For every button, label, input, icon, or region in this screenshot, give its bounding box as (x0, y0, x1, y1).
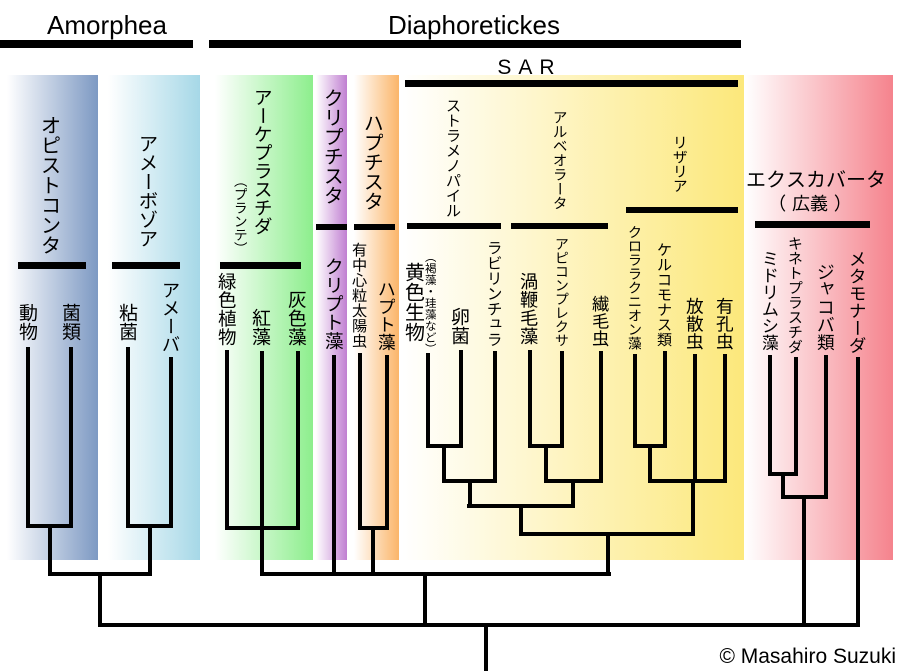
tip-label-apicomplexans (555, 237, 569, 347)
tip-label-ochrophytes (405, 262, 425, 342)
tip-label-dinoflagellates (520, 272, 539, 345)
clade-label-amoebozoa (139, 134, 158, 248)
tip-label-chlorarachniophytes (628, 225, 642, 350)
branch-v-tip-glaucophytes (295, 351, 300, 530)
branch-v-tip-cryptomonads (332, 355, 336, 576)
clade-bar-rhizaria (626, 207, 738, 213)
clade-bar-archaeplastida (220, 261, 301, 269)
clade-label-stramenopiles (446, 98, 461, 218)
clade-label-rhizaria (673, 135, 688, 193)
branch-v-stem-rhizaria (690, 479, 695, 536)
branch-v-stem-amoebozoa (147, 524, 152, 576)
tip-label-red-algae (252, 308, 271, 346)
branch-v-tip-jakobids (823, 355, 828, 499)
branch-v-tip-apicomplexans (560, 351, 564, 448)
clade-bar-alveolata (511, 222, 608, 229)
branch-v-tip-euglenophytes (768, 355, 772, 476)
clade-bar-cryptista (316, 223, 347, 230)
copyright-notice: © Masahiro Suzuki (719, 645, 896, 668)
branch-v-stem-stramenopiles (467, 479, 472, 508)
tip-label-euglenophytes (762, 250, 779, 351)
branch-v-tip-metamonads (856, 357, 860, 627)
branch-v-tip-oomycetes (458, 350, 463, 448)
branch-h-node-rhizaria (647, 479, 727, 483)
tip-label-jakobids (817, 263, 835, 351)
branch-v-tip-fungi (69, 347, 73, 528)
branch-v-tip-foraminifera (722, 354, 727, 483)
clade-label-plantae (234, 174, 248, 255)
branch-v-tip-red-algae (259, 351, 264, 576)
supergroup-title-sar: SAR (497, 56, 562, 79)
tip-label-slime-molds (119, 303, 138, 341)
supergroup-title-diaphoretickes: Diaphoretickes (388, 10, 560, 40)
tip-label-kinetoplastids (788, 236, 803, 354)
clade-label-excavata (746, 169, 886, 189)
tip-sublabel-ochrophytes (425, 251, 437, 355)
tip-label-oomycetes (451, 307, 470, 345)
branch-v-stem-diaphoretickes (422, 572, 427, 627)
branch-v-stem-sar (606, 532, 610, 576)
branch-v-root (483, 623, 488, 671)
branch-v-stem-ochro-oomycete (442, 444, 447, 483)
branch-v-tip-cercomonads (662, 351, 667, 448)
branch-h-node-eukaryota (97, 623, 860, 627)
branch-v-stem-chlora-cerco (647, 444, 652, 483)
branch-v-stem-amorphea (97, 572, 102, 627)
branch-v-stem-dino-apicomplexa (543, 444, 548, 483)
supergroup-bar-diaphoretickes (209, 40, 741, 48)
clade-bar-opisthokonta (17, 262, 86, 269)
branch-v-tip-ochrophytes (426, 353, 430, 448)
branch-v-tip-radiolarians (693, 354, 697, 483)
branch-v-tip-slime-molds (126, 347, 130, 528)
supergroup-bar-sar (405, 80, 738, 87)
tip-label-cryptomonads (325, 257, 344, 350)
supergroup-title-amorphea: Amorphea (47, 10, 167, 40)
branch-v-stem-alveolata (571, 479, 575, 508)
branch-v-stem-discoba (802, 495, 806, 627)
tip-label-centrohelids (352, 242, 367, 348)
branch-v-tip-labyrinthulids (493, 351, 497, 483)
supergroup-bar-amorphea (0, 40, 193, 48)
band-excavata (745, 75, 893, 560)
branch-v-tip-amoebae (169, 357, 173, 528)
tip-label-metamonads (849, 250, 866, 354)
clade-label-archaeplastida (254, 88, 272, 235)
band-opisthokonta (7, 75, 98, 560)
branch-v-tip-green-plants (225, 350, 229, 530)
tip-label-labyrinthulids (487, 240, 502, 347)
branch-v-tip-haptophytes (384, 355, 389, 530)
clade-bar-haptista (354, 223, 395, 230)
clade-bar-excavata (755, 221, 870, 228)
clade-bar-amoebozoa (111, 262, 180, 269)
branch-v-stem-euglenozoa (780, 472, 785, 499)
tip-label-radiolarians (686, 297, 704, 350)
tip-label-animals (19, 303, 38, 341)
branch-v-stem-stram-alveolata (519, 504, 524, 536)
tip-label-haptophytes (378, 280, 396, 351)
tip-label-ciliates (592, 295, 609, 347)
branch-v-tip-dinoflagellates (527, 350, 532, 448)
clade-bar-stramenopiles (407, 222, 501, 229)
clade-label-cryptista (324, 88, 344, 205)
clade-label-haptista (364, 113, 384, 211)
branch-h-node-diaphoretickes (259, 572, 611, 576)
tip-label-amoebae (162, 281, 180, 353)
tip-label-glaucophytes (288, 290, 307, 346)
tip-label-cercomonads (657, 242, 672, 347)
branch-v-tip-chlorarachniophytes (632, 354, 637, 448)
branch-v-tip-centrohelids (357, 353, 362, 530)
branch-v-tip-ciliates (598, 351, 603, 483)
branch-v-stem-opisthokonta (47, 524, 52, 576)
clade-label-opisthokonta (41, 115, 61, 255)
tip-label-green-plants (218, 272, 237, 346)
branch-v-tip-animals (26, 347, 30, 528)
tip-label-fungi (62, 303, 81, 341)
clade-label-excavata-sensu-lato (774, 194, 846, 212)
tip-label-foraminifera (716, 297, 734, 350)
branch-v-stem-haptista (371, 526, 375, 576)
clade-label-alveolata (553, 110, 567, 210)
branch-v-tip-kinetoplastids (793, 357, 798, 476)
